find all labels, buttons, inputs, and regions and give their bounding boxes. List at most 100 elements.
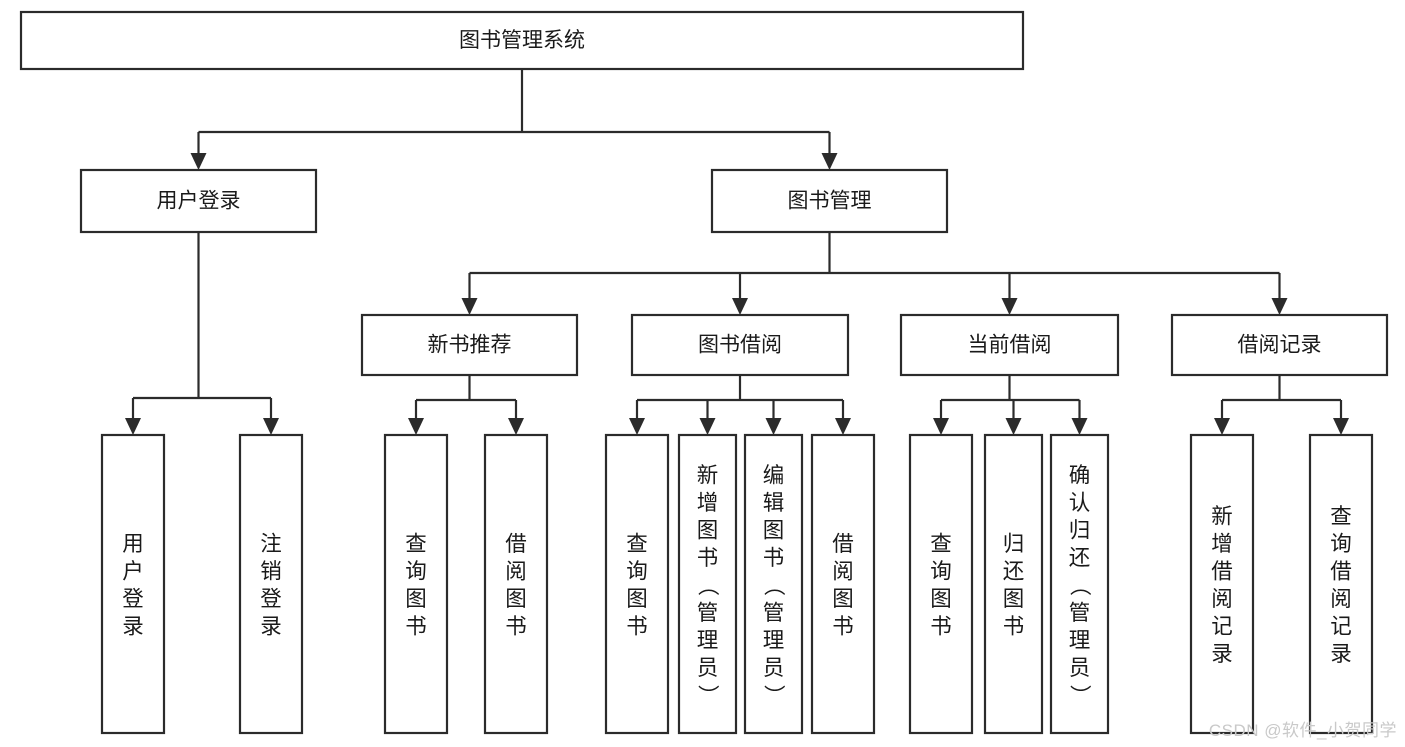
node-box[interactable]	[79, 168, 318, 234]
leaf-label-char: ）	[696, 684, 720, 706]
arrow-head-icon	[835, 418, 851, 435]
leaf-label-char: 新	[1211, 505, 1233, 529]
leaf-label-char: 录	[1211, 642, 1233, 666]
node-label: 用户登录	[157, 190, 241, 213]
node-box[interactable]	[604, 433, 670, 735]
level2-node-book-manage[interactable]: 图书管理	[710, 168, 949, 234]
leaf-label-char: 编	[763, 463, 785, 487]
leaf-label-char: 认	[1069, 491, 1091, 515]
leaf-label-char: 阅	[832, 560, 854, 584]
leaf-label-char: 图	[832, 587, 854, 611]
node-box[interactable]	[908, 433, 974, 735]
leaf-label-char: 注	[260, 532, 282, 556]
connector-layer	[125, 69, 1349, 435]
node-box[interactable]	[743, 433, 804, 735]
leaf-node-leaf-user-login[interactable]: 用户登录	[100, 433, 166, 735]
arrow-head-icon	[461, 298, 478, 315]
leaf-label-char: （	[696, 574, 720, 596]
leaf-label-char: 借	[1330, 560, 1352, 584]
node-box[interactable]	[983, 433, 1044, 735]
node-box[interactable]	[710, 168, 949, 234]
root-node-book-management-system[interactable]: 图书管理系统	[19, 10, 1025, 71]
node-box[interactable]	[383, 433, 449, 735]
leaf-label-char: 书	[1003, 615, 1025, 639]
leaf-label-char: 户	[122, 560, 144, 584]
node-box[interactable]	[677, 433, 738, 735]
leaf-label-char: 员	[1069, 656, 1091, 680]
node-box[interactable]	[810, 433, 876, 735]
level3-node-borrow-record[interactable]: 借阅记录	[1170, 313, 1389, 377]
node-layer: 图书管理系统用户登录图书管理新书推荐图书借阅当前借阅借阅记录用户登录注销登录查询…	[19, 10, 1389, 735]
leaf-label-char: 书	[832, 615, 854, 639]
leaf-label-char: 管	[697, 601, 719, 625]
arrow-head-icon	[190, 153, 207, 170]
leaf-label-char: 图	[697, 518, 719, 542]
node-box[interactable]	[483, 433, 549, 735]
arrow-head-icon	[408, 418, 424, 435]
leaf-label-char: 记	[1211, 615, 1233, 639]
leaf-label-char: 归	[1069, 518, 1091, 542]
leaf-label-char: 管	[1069, 601, 1091, 625]
node-box[interactable]	[238, 433, 304, 735]
leaf-label-char: 图	[505, 587, 527, 611]
leaf-label-char: 录	[122, 615, 144, 639]
leaf-label-char: 借	[832, 532, 854, 556]
node-box[interactable]	[100, 433, 166, 735]
leaf-label-char: 理	[697, 628, 719, 652]
node-label: 图书管理	[788, 190, 872, 213]
leaf-label-char: 登	[260, 587, 282, 611]
leaf-label-char: 图	[626, 587, 648, 611]
leaf-label-char: 还	[1069, 546, 1091, 570]
level3-node-new-book-rec[interactable]: 新书推荐	[360, 313, 579, 377]
level3-node-book-borrow[interactable]: 图书借阅	[630, 313, 850, 377]
arrow-head-icon	[1071, 418, 1088, 435]
leaf-label-char: 用	[122, 532, 144, 556]
leaf-label-char: 理	[763, 628, 785, 652]
leaf-label-char: 增	[697, 491, 719, 515]
arrow-head-icon	[629, 418, 645, 435]
node-box[interactable]	[1189, 433, 1255, 735]
node-box[interactable]	[360, 313, 579, 377]
leaf-label-char: 登	[122, 587, 144, 611]
arrow-head-icon	[1005, 418, 1022, 435]
level3-node-current-borrow[interactable]: 当前借阅	[899, 313, 1120, 377]
node-box[interactable]	[899, 313, 1120, 377]
leaf-label-char: 管	[763, 601, 785, 625]
node-box[interactable]	[1049, 433, 1110, 735]
leaf-label-char: 书	[505, 615, 527, 639]
node-box[interactable]	[19, 10, 1025, 71]
leaf-label-char: 销	[260, 560, 282, 584]
leaf-label-char: 书	[405, 615, 427, 639]
leaf-label-char: 书	[763, 546, 785, 570]
node-box[interactable]	[630, 313, 850, 377]
node-label: 新书推荐	[428, 334, 512, 357]
leaf-label-char: 书	[626, 615, 648, 639]
node-label: 当前借阅	[968, 334, 1052, 357]
leaf-label-char: 书	[930, 615, 952, 639]
leaf-label-char: 员	[697, 656, 719, 680]
level2-node-user-login[interactable]: 用户登录	[79, 168, 318, 234]
leaf-label-char: 借	[505, 532, 527, 556]
arrow-head-icon	[933, 418, 949, 435]
arrow-head-icon	[821, 153, 838, 170]
node-box[interactable]	[1308, 433, 1374, 735]
arrow-head-icon	[1333, 418, 1349, 435]
node-box[interactable]	[1170, 313, 1389, 377]
arrow-head-icon	[508, 418, 524, 435]
leaf-label-char: 查	[626, 532, 648, 556]
leaf-label-char: 询	[405, 560, 427, 584]
leaf-label-char: 图	[763, 518, 785, 542]
